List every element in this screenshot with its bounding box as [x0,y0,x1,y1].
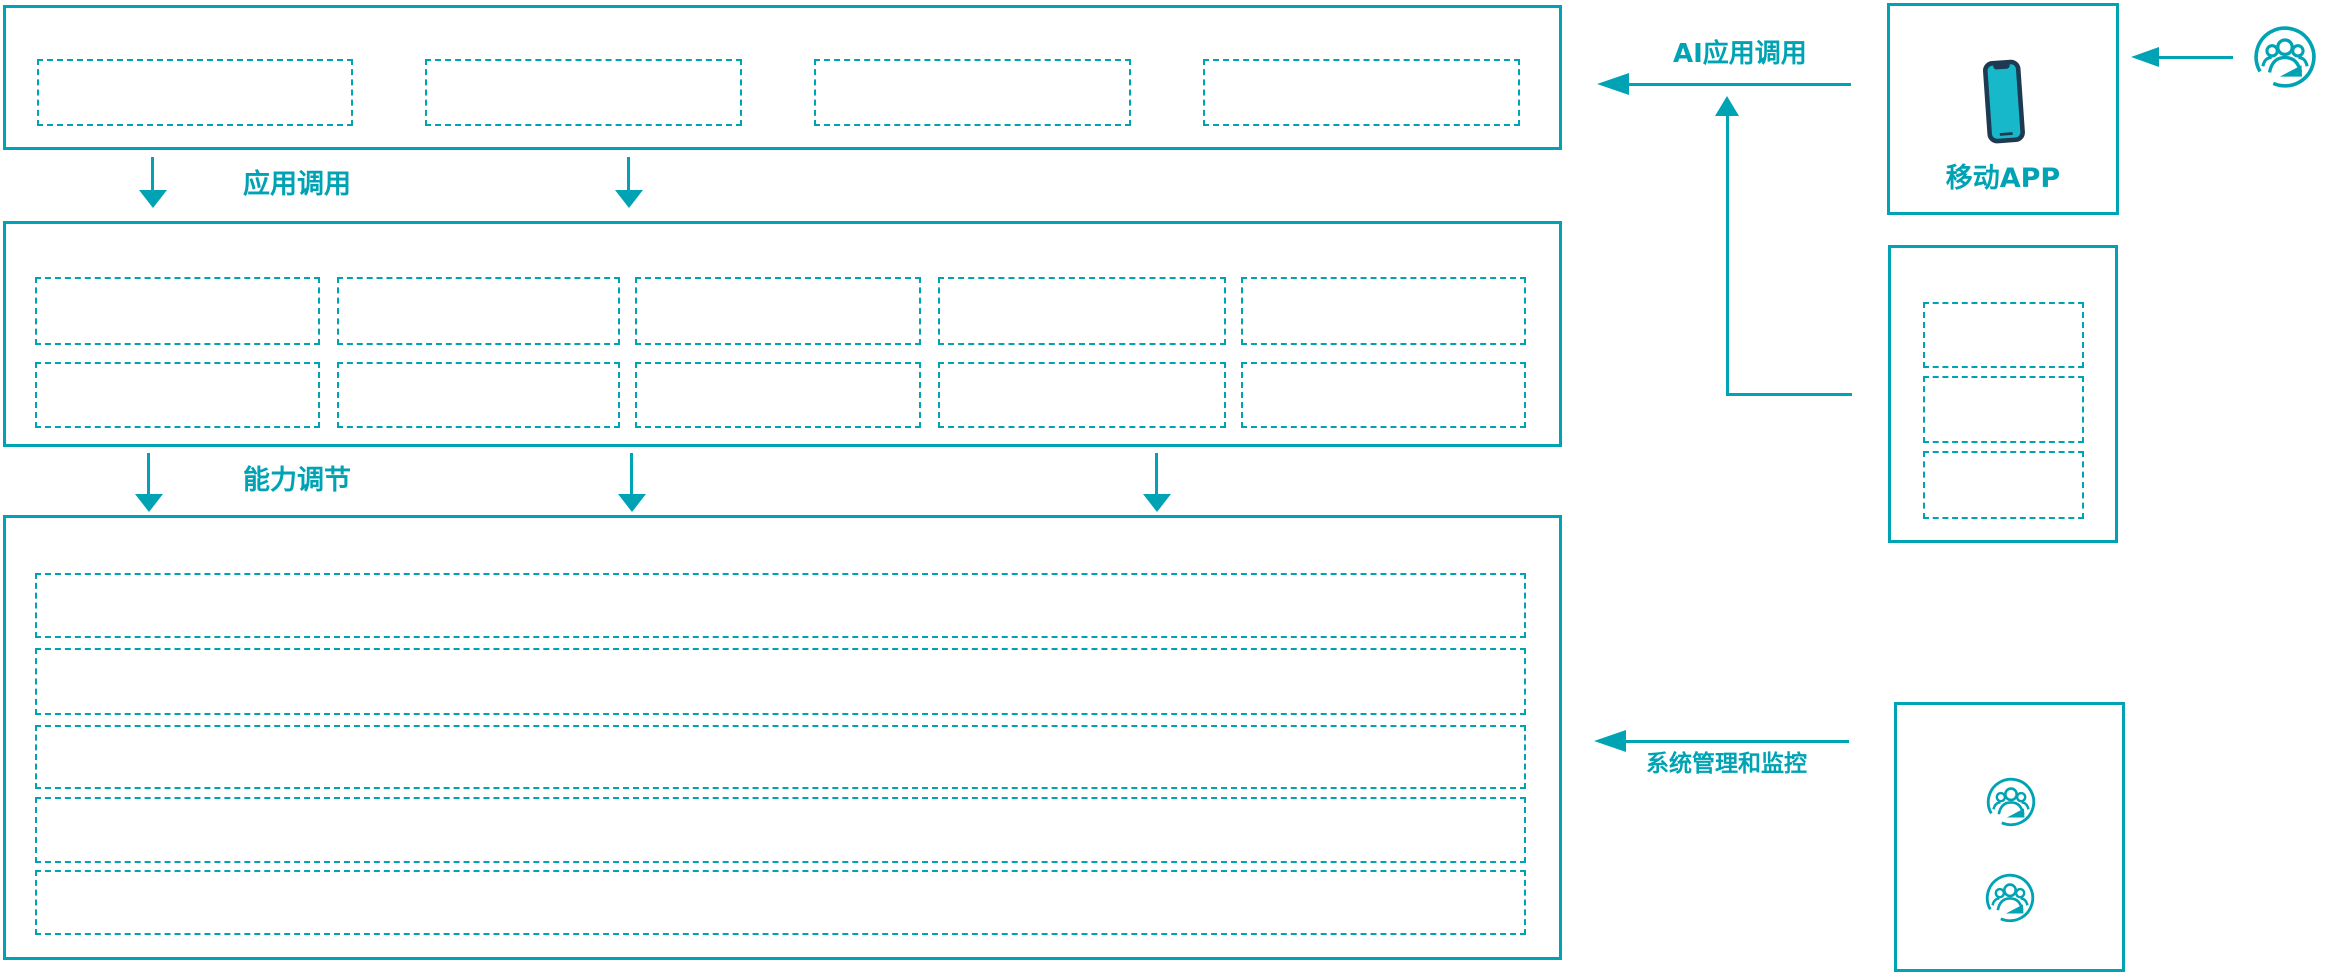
middle-layer-box [3,221,1562,447]
middle-layer-cell [635,277,921,345]
system-monitor-arrow-head [1594,730,1626,752]
connector-vertical-line [1726,114,1729,395]
bottom-layer-strip [35,725,1526,789]
mobile-phone-icon [1982,59,2025,144]
top-layer-slot [425,59,742,126]
users-group-icon [1986,777,2036,827]
capability-adjust-label: 能力调节 [243,465,351,496]
middle-layer-cell [35,362,320,428]
down-arrow-head [135,494,163,512]
users-group-icon [1985,873,2035,923]
down-arrow-line [630,453,633,495]
down-arrow-head [615,190,643,208]
service-panel-box [1888,245,2118,543]
top-layer-slot [37,59,353,126]
system-monitor-arrow-line [1626,740,1849,743]
service-panel-slot [1923,376,2084,443]
middle-layer-cell [1241,277,1526,345]
down-arrow-head [618,494,646,512]
admin-box [1894,702,2125,972]
ai-app-call-label: AI应用调用 [1673,39,1807,69]
app-call-label: 应用调用 [243,169,351,200]
middle-layer-cell [938,277,1226,345]
ai-call-arrow-head [1597,73,1629,95]
service-panel-slot [1923,451,2084,519]
top-layer-slot [1203,59,1520,126]
down-arrow-line [627,157,630,191]
top-layer-slot [814,59,1131,126]
down-arrow-head [1143,494,1171,512]
bottom-layer-box [3,515,1562,960]
mobile-app-box [1887,3,2119,215]
bottom-layer-strip [35,870,1526,935]
ai-call-arrow-line [1629,83,1851,86]
system-management-label: 系统管理和监控 [1646,751,1807,777]
user-arrow-head [2131,47,2159,67]
middle-layer-cell [1241,362,1526,428]
down-arrow-head [139,190,167,208]
down-arrow-line [147,453,150,495]
middle-layer-cell [635,362,921,428]
bottom-layer-strip [35,648,1526,715]
users-group-icon [2254,26,2316,88]
mobile-app-label: 移动APP [1945,163,2061,194]
bottom-layer-strip [35,797,1526,863]
middle-layer-cell [35,277,320,345]
connector-horizontal-line [1726,393,1852,396]
down-arrow-line [1155,453,1158,495]
top-layer-box [3,5,1562,150]
down-arrow-line [151,157,154,191]
middle-layer-cell [337,362,620,428]
service-panel-slot [1923,302,2084,368]
middle-layer-cell [337,277,620,345]
bottom-layer-strip [35,573,1526,638]
connector-up-arrow-head [1715,96,1739,116]
user-arrow-line [2159,56,2233,59]
middle-layer-cell [938,362,1226,428]
